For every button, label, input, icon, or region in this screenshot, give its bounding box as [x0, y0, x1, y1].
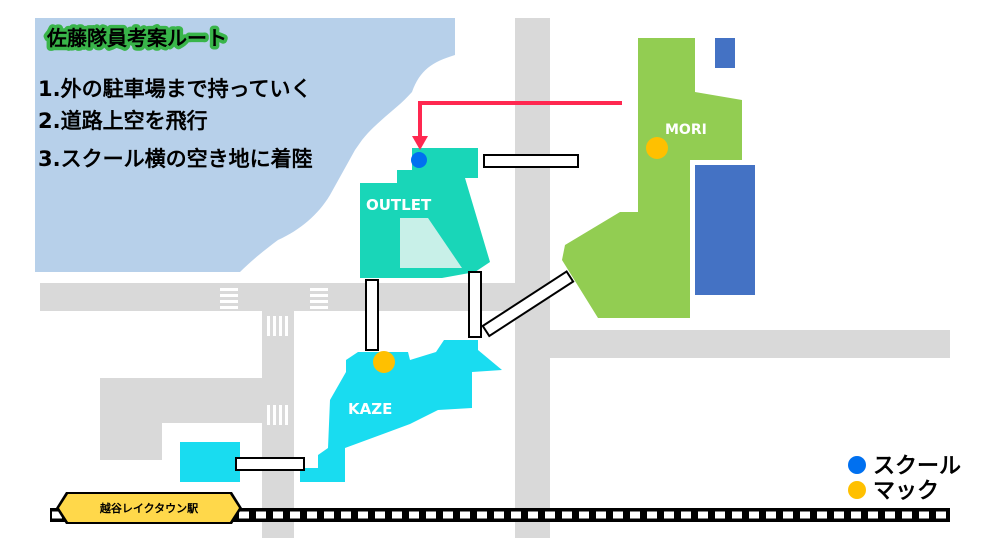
mori-building — [562, 38, 742, 318]
bridge-kaze-mori — [481, 270, 575, 338]
lake-area — [35, 18, 455, 272]
outlet-ramp — [400, 218, 462, 268]
legend-mac-dot — [848, 481, 866, 499]
school-marker — [411, 152, 427, 168]
kaze-building — [300, 340, 502, 482]
mac-marker-kaze — [373, 351, 395, 373]
step-3: 3.スクール横の空き地に着陸 — [38, 147, 313, 171]
route-arrow — [412, 101, 622, 150]
legend-mac-label: マック — [873, 479, 939, 504]
legend-school-dot — [848, 456, 866, 474]
outlet-building — [360, 148, 490, 278]
map-title: 佐藤隊員考案ルート — [46, 26, 227, 50]
mori-blue-block-small — [715, 38, 735, 68]
kaze-west-wing — [180, 442, 240, 482]
bridges — [235, 154, 579, 471]
road-main-vertical — [515, 18, 550, 538]
crosswalks — [220, 288, 328, 425]
station-badge: 越谷レイクタウン駅 — [56, 492, 242, 524]
road-side-b — [100, 378, 162, 460]
road-horizontal-west — [40, 283, 530, 311]
mori-label: MORI — [665, 122, 707, 138]
legend: スクール マック — [848, 452, 963, 506]
road-horizontal-east — [545, 330, 950, 358]
mac-marker-mori — [646, 137, 668, 159]
mori-blue-block-large — [695, 165, 755, 295]
bridge-outlet-kaze-right — [468, 271, 482, 338]
railway — [50, 508, 950, 522]
bridge-kaze-west — [235, 457, 305, 471]
step-1: 1.外の駐車場まで持っていく — [38, 77, 312, 101]
outlet-label: OUTLET — [366, 196, 432, 214]
bridge-outlet-east — [483, 154, 579, 168]
road-vertical-west — [262, 310, 294, 538]
step-2: 2.道路上空を飛行 — [38, 109, 208, 133]
roads — [40, 18, 950, 538]
station-name: 越谷レイクタウン駅 — [99, 501, 198, 515]
bridge-outlet-kaze-left — [365, 279, 379, 351]
kaze-label: KAZE — [348, 400, 392, 418]
legend-school-label: スクール — [873, 454, 961, 479]
